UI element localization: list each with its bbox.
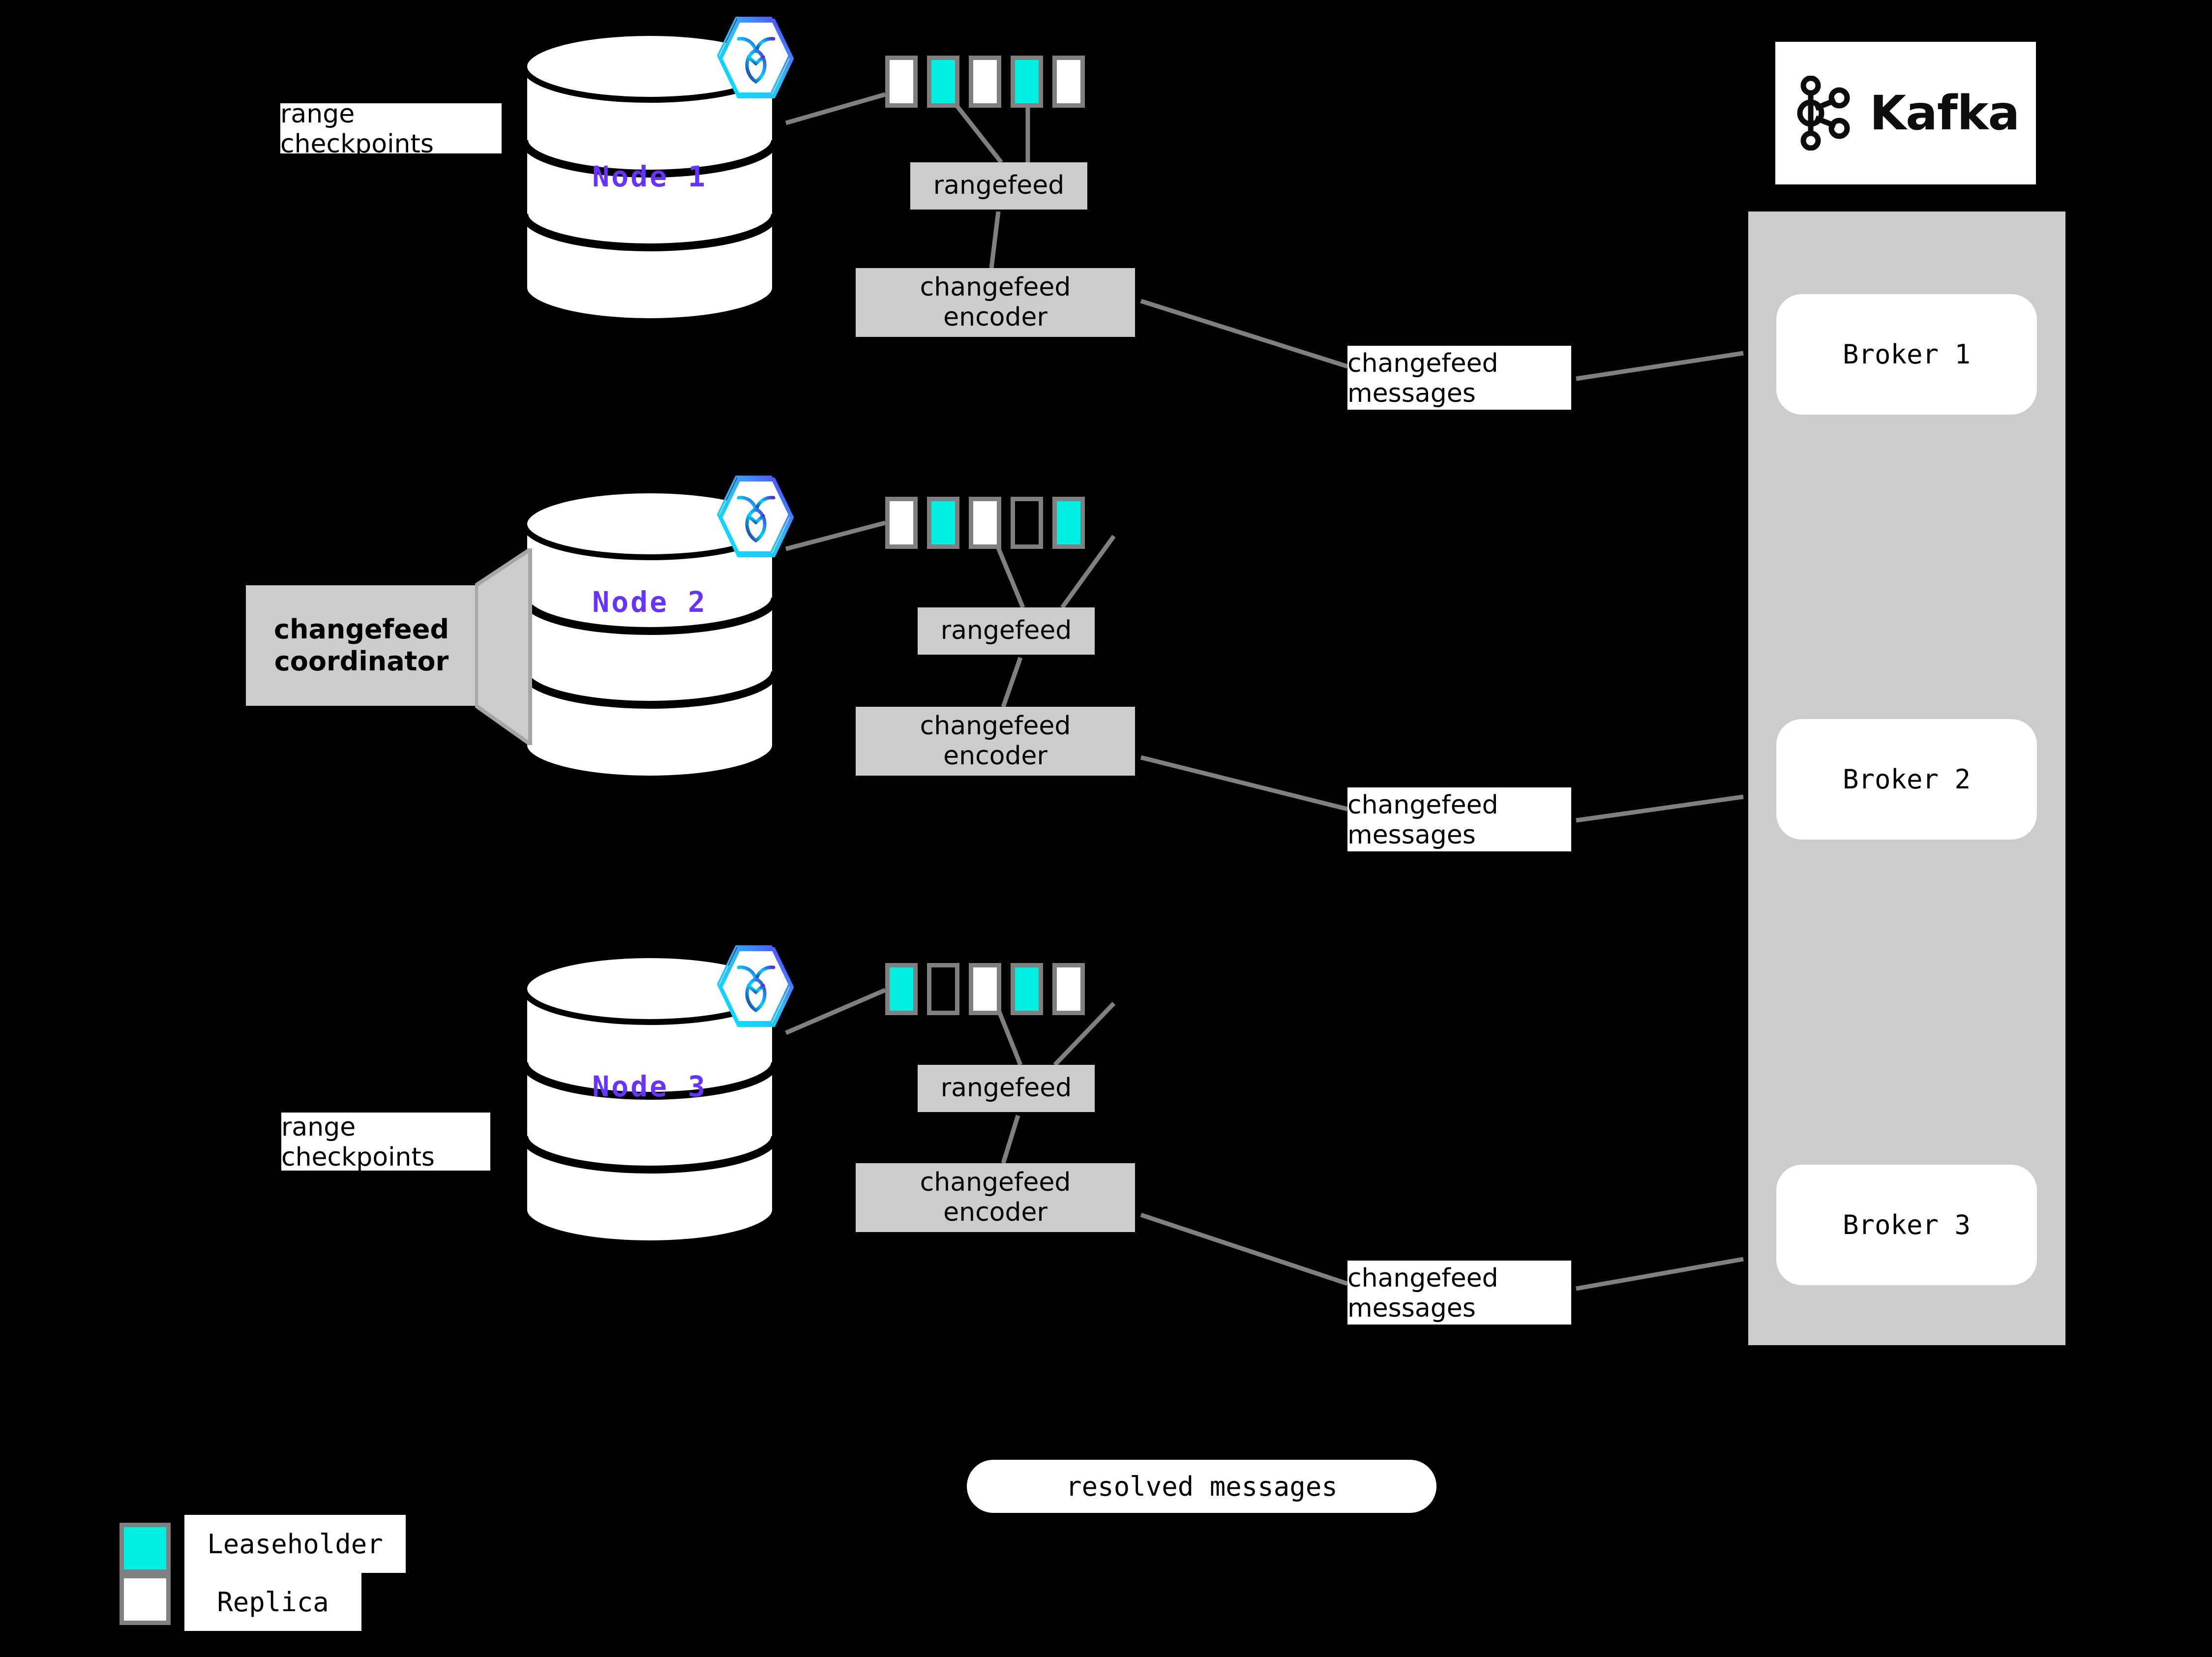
changefeed-coordinator-line2: coordinator <box>274 645 449 677</box>
changefeed-coordinator-callout: changefeed coordinator <box>246 548 532 745</box>
range-box[interactable] <box>885 497 918 549</box>
node-cylinder-2: Node 2 <box>519 487 780 782</box>
range-box[interactable] <box>885 56 918 108</box>
changefeed-encoder-box-node-1[interactable]: changefeed encoder <box>856 268 1135 337</box>
changefeed-coordinator-box[interactable]: changefeed coordinator <box>246 585 477 706</box>
changefeed-encoder-line1: changefeed <box>920 711 1071 741</box>
cockroachdb-hexagon-icon <box>713 475 799 561</box>
changefeed-encoder-line2: encoder <box>943 302 1047 332</box>
changefeed-encoder-line1: changefeed <box>920 1167 1071 1197</box>
range-checkpoints-line1: range <box>280 103 355 129</box>
legend-swatch-replica <box>120 1574 171 1625</box>
legend-label-replica: Replica <box>184 1573 361 1631</box>
rangefeed-label: rangefeed <box>933 171 1065 201</box>
cockroachdb-hexagon-icon <box>713 944 799 1030</box>
range-row-node-1 <box>885 56 1085 108</box>
changefeed-encoder-box-node-2[interactable]: changefeed encoder <box>856 707 1135 776</box>
kafka-wordmark: Kafka <box>1869 86 2020 141</box>
range-box[interactable] <box>1011 56 1043 108</box>
range-box[interactable] <box>1052 56 1085 108</box>
range-box[interactable] <box>1052 963 1085 1015</box>
range-checkpoints-line2: checkpoints <box>280 129 434 153</box>
kafka-logo-box: Kafka <box>1775 42 2036 184</box>
changefeed-coordinator-line1: changefeed <box>273 613 449 645</box>
resolved-messages-pill[interactable]: resolved messages <box>967 1460 1436 1513</box>
broker-label: Broker 2 <box>1842 764 1971 795</box>
range-box[interactable] <box>1011 963 1043 1015</box>
changefeed-messages-line2: messages <box>1347 820 1476 850</box>
broker-box-2[interactable]: Broker 2 <box>1776 719 2037 840</box>
changefeed-messages-line1: changefeed <box>1347 1263 1498 1293</box>
range-checkpoints-label-node-1: range checkpoints <box>280 103 502 153</box>
range-box[interactable] <box>1052 497 1085 549</box>
changefeed-encoder-line1: changefeed <box>920 272 1071 302</box>
rangefeed-box-node-1[interactable]: rangefeed <box>910 162 1087 210</box>
range-row-node-3 <box>885 963 1085 1015</box>
changefeed-encoder-line2: encoder <box>943 741 1047 771</box>
range-checkpoints-line2: checkpoints <box>281 1143 435 1172</box>
changefeed-messages-line1: changefeed <box>1347 348 1498 378</box>
resolved-messages-label: resolved messages <box>1066 1471 1338 1502</box>
changefeed-messages-label-2: changefeed messages <box>1347 787 1571 851</box>
range-box[interactable] <box>969 497 1001 549</box>
rangefeed-label: rangefeed <box>940 1073 1072 1103</box>
changefeed-messages-line2: messages <box>1347 1294 1476 1323</box>
broker-label: Broker 1 <box>1842 339 1971 370</box>
node-cylinder-3: Node 3 <box>519 952 780 1247</box>
range-box[interactable] <box>927 56 959 108</box>
rangefeed-box-node-3[interactable]: rangefeed <box>918 1065 1095 1112</box>
cockroachdb-hexagon-icon <box>713 16 799 102</box>
changefeed-messages-line2: messages <box>1347 379 1476 408</box>
legend-label-leaseholder: Leaseholder <box>184 1515 406 1573</box>
broker-box-1[interactable]: Broker 1 <box>1776 294 2037 415</box>
range-box[interactable] <box>927 497 959 549</box>
rangefeed-label: rangefeed <box>940 616 1072 646</box>
legend-swatch-leaseholder <box>120 1523 171 1574</box>
kafka-node-graph-icon <box>1792 76 1857 151</box>
broker-box-3[interactable]: Broker 3 <box>1776 1165 2037 1285</box>
range-box[interactable] <box>885 963 918 1015</box>
changefeed-messages-label-1: changefeed messages <box>1347 346 1571 410</box>
coordinator-wedge <box>475 548 534 745</box>
broker-label: Broker 3 <box>1842 1209 1971 1240</box>
kafka-inbound-arrow <box>2063 344 2085 365</box>
range-box[interactable] <box>1011 497 1043 549</box>
changefeed-messages-label-3: changefeed messages <box>1347 1261 1571 1325</box>
range-checkpoints-line1: range <box>281 1112 356 1142</box>
range-box[interactable] <box>969 56 1001 108</box>
range-box[interactable] <box>927 963 959 1015</box>
range-checkpoints-label-node-3: range checkpoints <box>281 1112 490 1172</box>
changefeed-encoder-box-node-3[interactable]: changefeed encoder <box>856 1163 1135 1232</box>
changefeed-messages-line1: changefeed <box>1347 790 1498 820</box>
range-row-node-2 <box>885 497 1085 549</box>
changefeed-encoder-line2: encoder <box>943 1198 1047 1227</box>
range-box[interactable] <box>969 963 1001 1015</box>
rangefeed-box-node-2[interactable]: rangefeed <box>918 607 1095 655</box>
